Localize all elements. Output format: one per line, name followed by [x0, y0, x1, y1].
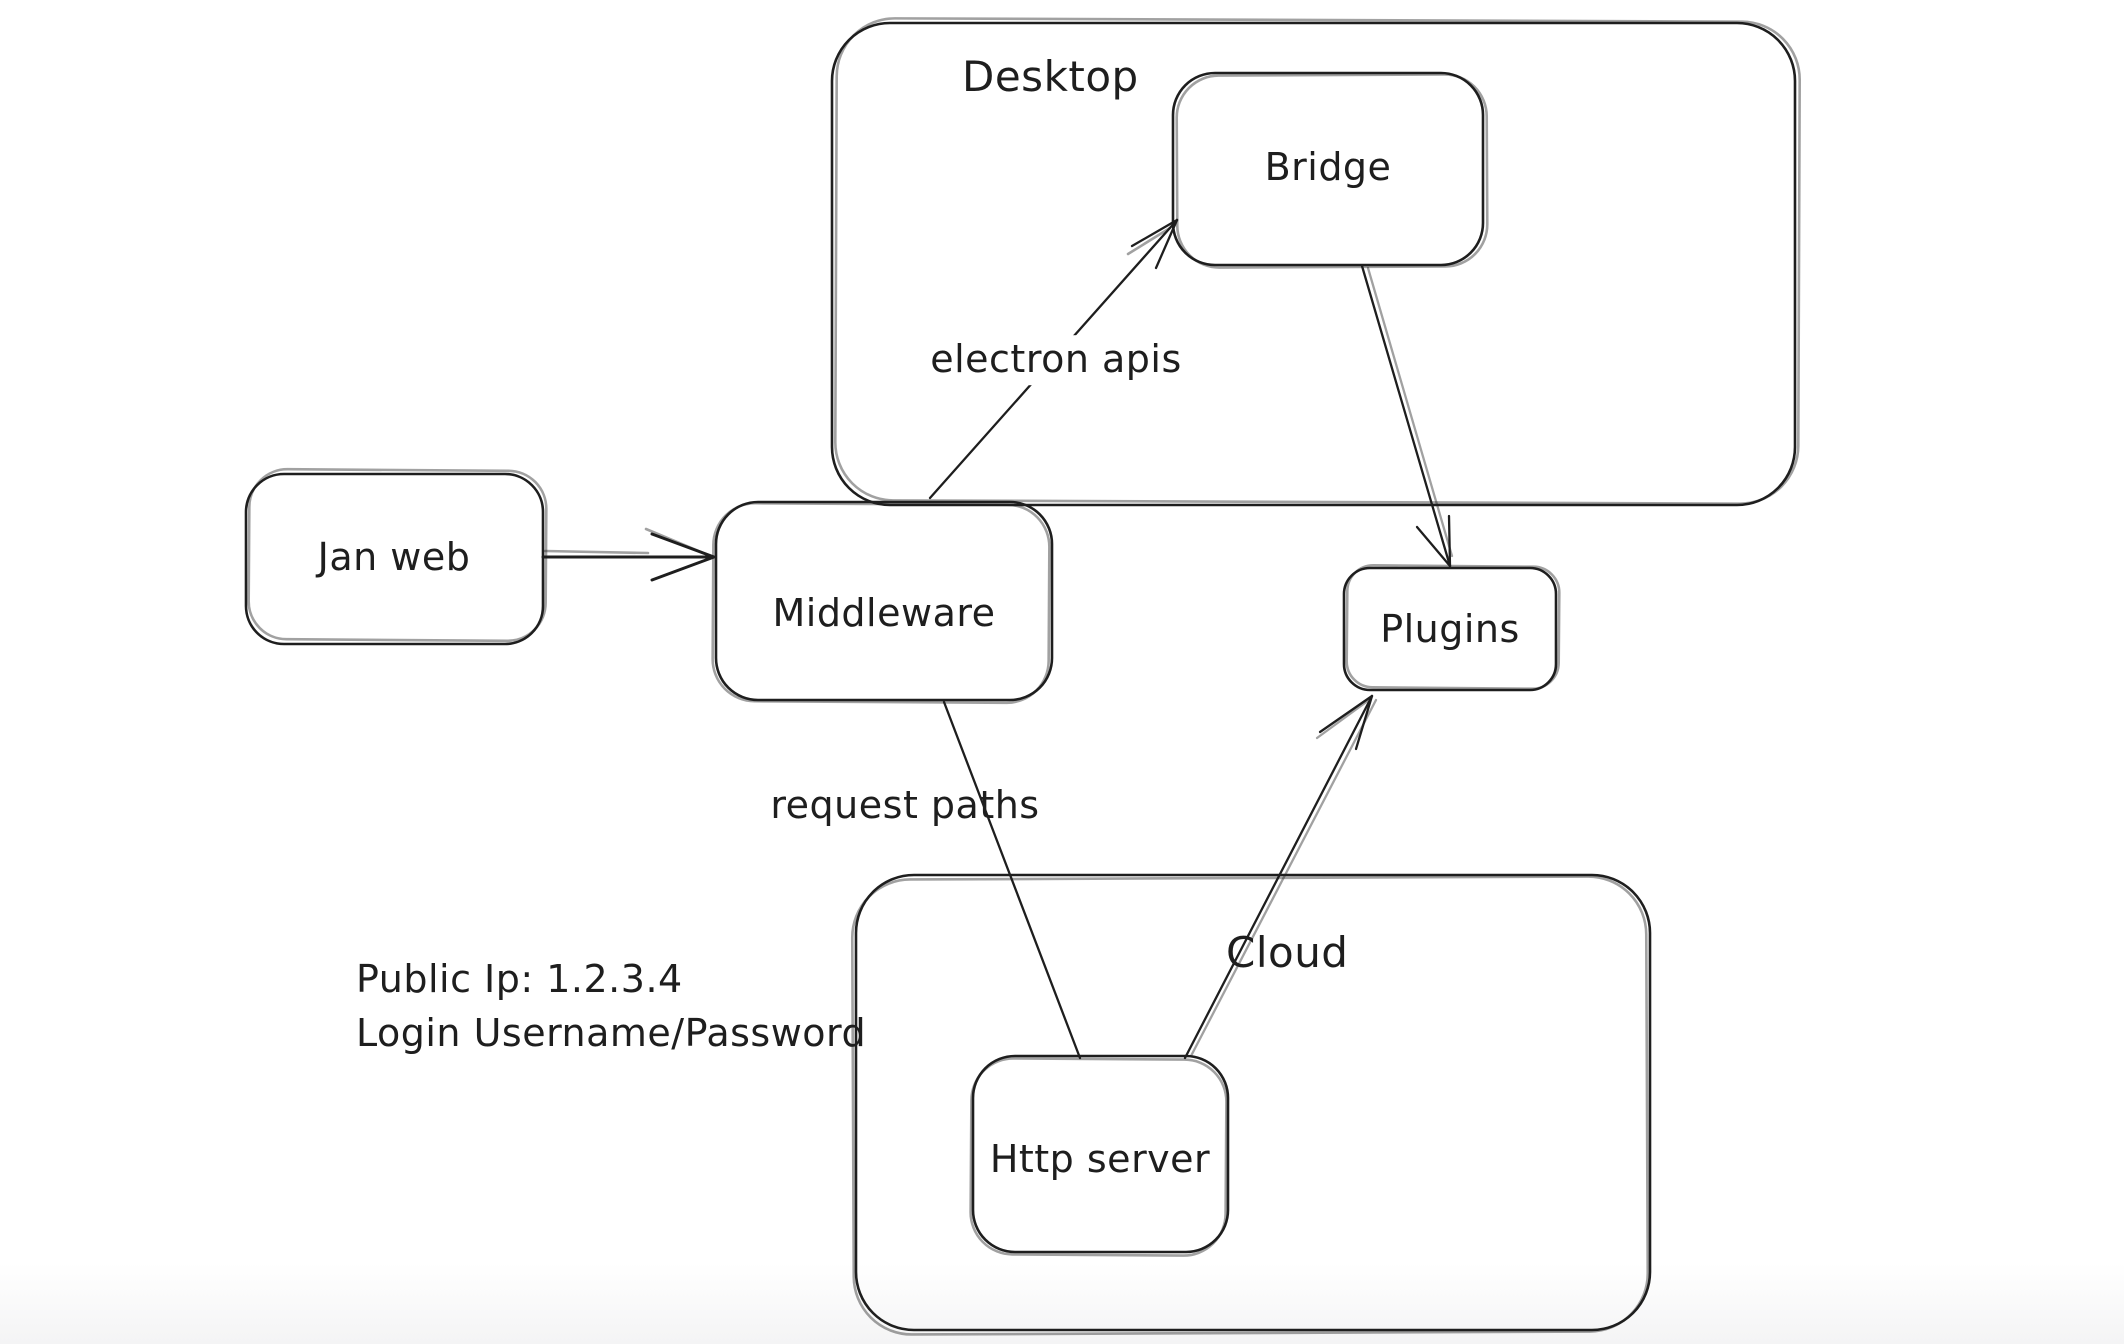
arrow-janweb-to-middleware[interactable] — [541, 527, 716, 582]
node-http-server-outline[interactable] — [971, 1054, 1230, 1254]
node-plugins-label: Plugins — [1380, 607, 1520, 652]
line-middleware-to-http-server[interactable] — [942, 700, 1082, 1060]
node-middleware-label: Middleware — [772, 591, 996, 636]
node-jan-web-outline[interactable] — [244, 472, 545, 646]
container-desktop-shape[interactable] — [830, 17, 1801, 507]
annotation-login: Login Username/Password — [356, 1011, 867, 1055]
node-bridge-outline[interactable] — [1171, 71, 1485, 267]
node-bridge-sketch-echo — [1175, 73, 1489, 269]
edge-label-electron-apis: electron apis — [918, 335, 1194, 385]
container-cloud-label: Cloud — [1226, 928, 1349, 977]
container-desktop-outline[interactable] — [830, 21, 1797, 507]
container-desktop-sketch-echo — [834, 17, 1801, 505]
edge-label-request-paths: request paths — [770, 783, 1040, 828]
container-desktop-label: Desktop — [962, 52, 1139, 101]
arrow-bridge-to-plugins[interactable] — [1360, 264, 1454, 568]
node-http-server-sketch-echo — [969, 1057, 1228, 1257]
container-cloud-sketch-echo — [850, 875, 1650, 1336]
node-plugins-shape[interactable] — [1342, 564, 1561, 692]
container-cloud-outline[interactable] — [854, 873, 1652, 1332]
node-middleware-outline[interactable] — [714, 500, 1054, 702]
node-middleware-shape[interactable] — [711, 500, 1054, 705]
node-plugins-outline[interactable] — [1342, 566, 1558, 692]
node-middleware-sketch-echo — [711, 501, 1051, 705]
node-jan-web-label: Jan web — [317, 535, 471, 580]
annotation-block: Public Ip: 1.2.3.4 Login Username/Passwo… — [356, 952, 866, 1060]
node-http-server-label: Http server — [989, 1137, 1211, 1182]
node-bridge-label: Bridge — [1264, 145, 1392, 190]
arrow-http-server-to-plugins[interactable] — [1183, 694, 1378, 1060]
node-http-server-shape[interactable] — [969, 1054, 1230, 1257]
annotation-public-ip: Public Ip: 1.2.3.4 — [356, 957, 683, 1001]
container-cloud-shape[interactable] — [850, 873, 1652, 1336]
node-plugins-sketch-echo — [1345, 564, 1561, 690]
node-bridge-shape[interactable] — [1171, 71, 1489, 269]
